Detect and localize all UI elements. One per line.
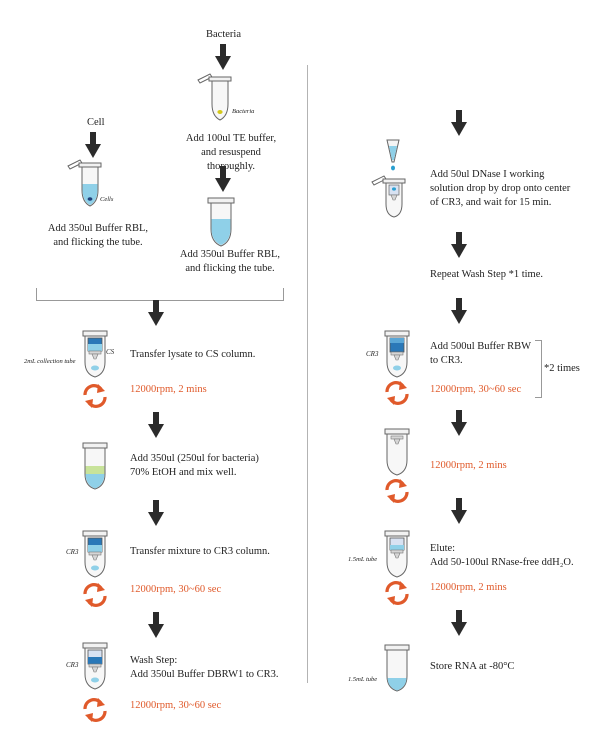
elute-step-line2: Add 50-100ul RNase-free ddH₂O. xyxy=(430,557,574,568)
cell-tube-icon xyxy=(67,159,102,207)
arrow-down-icon xyxy=(148,300,164,326)
rbw-step-line2: to CR3. xyxy=(430,355,463,366)
collection-tube-label: 2mL collection tube xyxy=(24,358,76,365)
transfer-cs-text: Transfer lysate to CS column. xyxy=(130,349,256,360)
cr3-label-b: CR3 xyxy=(66,661,79,669)
tube-label-a: 1.5mL tube xyxy=(348,556,378,563)
cr3-label-right: CR3 xyxy=(366,350,379,358)
cr3-empty-tube-icon xyxy=(384,428,410,476)
elute-step-line1: Elute: xyxy=(430,543,456,554)
repeat-bracket xyxy=(535,340,542,398)
dnase-step: Add 50ul DNase I working solution drop b… xyxy=(430,168,570,210)
dnase-step-line2: solution drop by drop onto center xyxy=(430,183,571,194)
centrifuge-spin-icon xyxy=(83,382,107,410)
arrow-down-icon xyxy=(148,412,164,438)
elute-step: Elute: Add 50-100ul RNase-free ddH₂O. xyxy=(430,542,574,570)
arrow-down-icon xyxy=(451,410,467,436)
wash-step: Wash Step: Add 350ul Buffer DBRW1 to CR3… xyxy=(130,654,279,682)
rna-storage-tube-icon xyxy=(384,644,410,692)
cell-step1-line2: and flicking the tube. xyxy=(53,237,143,248)
arrow-down-icon xyxy=(215,44,231,70)
cr3-column-tube-icon xyxy=(384,330,410,378)
tube-label-b: 1.5mL tube xyxy=(348,676,378,683)
bacteria-tube-label: Bacteria xyxy=(232,108,255,115)
cell-step1: Add 350ul Buffer RBL, and flicking the t… xyxy=(38,222,158,250)
spin6-text: 12000rpm, 2 mins xyxy=(430,582,507,593)
bacteria-step2: Add 350ul Buffer RBL, and flicking the t… xyxy=(170,248,290,276)
etoh-step-line2: 70% EtOH and mix well. xyxy=(130,467,237,478)
centrifuge-spin-icon xyxy=(83,696,107,724)
arrow-down-icon xyxy=(148,612,164,638)
centrifuge-spin-icon xyxy=(83,581,107,609)
spin2-text: 12000rpm, 30~60 sec xyxy=(130,584,222,595)
arrow-down-icon xyxy=(451,232,467,258)
spin1-text: 12000rpm, 2 mins xyxy=(130,384,207,395)
cs-label: CS xyxy=(106,348,115,356)
centrifuge-spin-icon xyxy=(385,477,409,505)
times-label: *2 times xyxy=(544,363,580,374)
bacteria-step2-line1: Add 350ul Buffer RBL, xyxy=(179,249,281,260)
arrow-down-icon xyxy=(148,500,164,526)
etoh-step: Add 350ul (250ul for bacteria) 70% EtOH … xyxy=(130,452,259,480)
center-divider xyxy=(307,65,308,683)
centrifuge-spin-icon xyxy=(385,379,409,407)
arrow-down-icon xyxy=(451,498,467,524)
cs-column-tube-icon xyxy=(82,330,108,378)
etoh-tube-icon xyxy=(82,442,108,490)
spin4-text: 12000rpm, 30~60 sec xyxy=(430,384,522,395)
store-text: Store RNA at -80°C xyxy=(430,661,515,672)
bacteria-step2-line2: and flicking the tube. xyxy=(185,263,275,274)
arrow-down-icon xyxy=(85,132,101,158)
cell-label: Cell xyxy=(87,117,105,128)
etoh-step-line1: Add 350ul (250ul for bacteria) xyxy=(130,453,259,464)
bacteria-label: Bacteria xyxy=(206,29,241,40)
bacteria-tube-icon xyxy=(197,73,232,121)
spin3-text: 12000rpm, 30~60 sec xyxy=(130,700,222,711)
dnase-step-line1: Add 50ul DNase I working xyxy=(430,169,545,180)
cr3-column-tube-icon xyxy=(82,642,108,690)
rbw-step-line1: Add 500ul Buffer RBW xyxy=(430,341,532,352)
wash-step-line2: Add 350ul Buffer DBRW1 to CR3. xyxy=(130,669,279,680)
merge-bracket xyxy=(36,288,284,301)
arrow-down-icon xyxy=(451,110,467,136)
bacteria-step1: Add 100ul TE buffer, and resuspend thoro… xyxy=(176,132,286,174)
rbw-step: Add 500ul Buffer RBW to CR3. xyxy=(430,340,531,368)
bacteria-step1-line1: Add 100ul TE buffer, xyxy=(185,133,277,144)
arrow-down-icon xyxy=(451,610,467,636)
repeat-wash-text: Repeat Wash Step *1 time. xyxy=(430,269,543,280)
cell-tube-label: Cells xyxy=(100,196,114,203)
wash-step-line1: Wash Step: xyxy=(130,655,178,666)
cell-step1-line1: Add 350ul Buffer RBL, xyxy=(47,223,149,234)
pipette-dnase-tube-icon xyxy=(371,139,406,218)
arrow-down-icon xyxy=(451,298,467,324)
transfer-cr3-text: Transfer mixture to CR3 column. xyxy=(130,546,270,557)
spin5-text: 12000rpm, 2 mins xyxy=(430,460,507,471)
elute-tube-icon xyxy=(384,530,410,578)
dnase-step-line3: of CR3, and wait for 15 min. xyxy=(430,197,552,208)
bacteria-step1-line2: and resuspend thoroughly. xyxy=(201,147,261,172)
cr3-column-tube-icon xyxy=(82,530,108,578)
cr3-label-a: CR3 xyxy=(66,548,79,556)
centrifuge-spin-icon xyxy=(385,579,409,607)
bacteria-lysate-tube-icon xyxy=(207,197,235,247)
arrow-down-icon xyxy=(215,166,231,192)
